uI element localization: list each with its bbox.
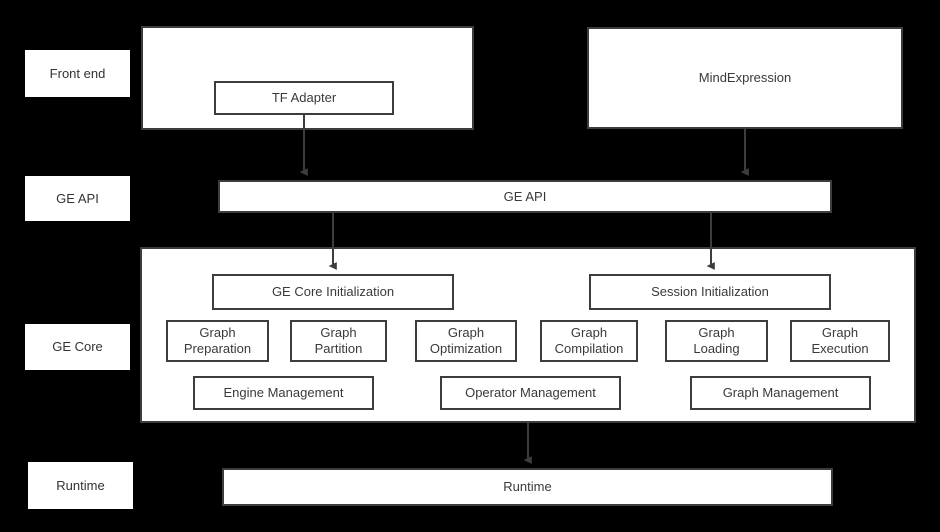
graph-management-label: Graph Management (722, 385, 839, 401)
graph-loading-label: Graph Loading (693, 325, 740, 356)
layer-label-runtime: Runtime (28, 462, 133, 509)
graph-execution-label: Graph Execution (811, 325, 869, 356)
graph-management-box[interactable]: Graph Management (690, 376, 871, 410)
layer-label-runtime-text: Runtime (56, 477, 105, 493)
tf-adapter-label: TF Adapter (271, 90, 337, 106)
ge-core-initialization-box[interactable]: GE Core Initialization (212, 274, 454, 310)
graph-compilation-label: Graph Compilation (554, 325, 624, 356)
runtime-bar[interactable]: Runtime (222, 468, 833, 506)
runtime-label: Runtime (503, 479, 552, 495)
layer-label-ge-api-text: GE API (56, 190, 99, 206)
engine-management-box[interactable]: Engine Management (193, 376, 374, 410)
session-initialization-label: Session Initialization (651, 284, 769, 300)
operator-management-box[interactable]: Operator Management (440, 376, 621, 410)
graph-optimization-box[interactable]: Graph Optimization (415, 320, 517, 362)
ge-core-initialization-label: GE Core Initialization (271, 284, 395, 300)
graph-execution-box[interactable]: Graph Execution (790, 320, 890, 362)
graph-preparation-box[interactable]: Graph Preparation (166, 320, 269, 362)
ge-api-label: GE API (503, 188, 547, 204)
engine-management-label: Engine Management (223, 385, 344, 401)
mindexpression-label: MindExpression (698, 70, 792, 86)
session-initialization-box[interactable]: Session Initialization (589, 274, 831, 310)
mindexpression-box[interactable]: MindExpression (587, 27, 903, 129)
tf-adapter-box[interactable]: TF Adapter (214, 81, 394, 115)
graph-preparation-label: Graph Preparation (183, 325, 252, 356)
layer-label-ge-core: GE Core (25, 324, 130, 370)
operator-management-label: Operator Management (465, 385, 596, 401)
ge-api-bar[interactable]: GE API (218, 180, 832, 213)
graph-partition-box[interactable]: Graph Partition (290, 320, 387, 362)
graph-compilation-box[interactable]: Graph Compilation (540, 320, 638, 362)
layer-label-front-end-text: Front end (49, 65, 106, 81)
layer-label-ge-core-text: GE Core (52, 339, 103, 355)
graph-partition-label: Graph Partition (314, 325, 363, 356)
graph-optimization-label: Graph Optimization (429, 325, 503, 356)
layer-label-front-end: Front end (25, 50, 130, 97)
layer-label-ge-api: GE API (25, 176, 130, 221)
graph-loading-box[interactable]: Graph Loading (665, 320, 768, 362)
